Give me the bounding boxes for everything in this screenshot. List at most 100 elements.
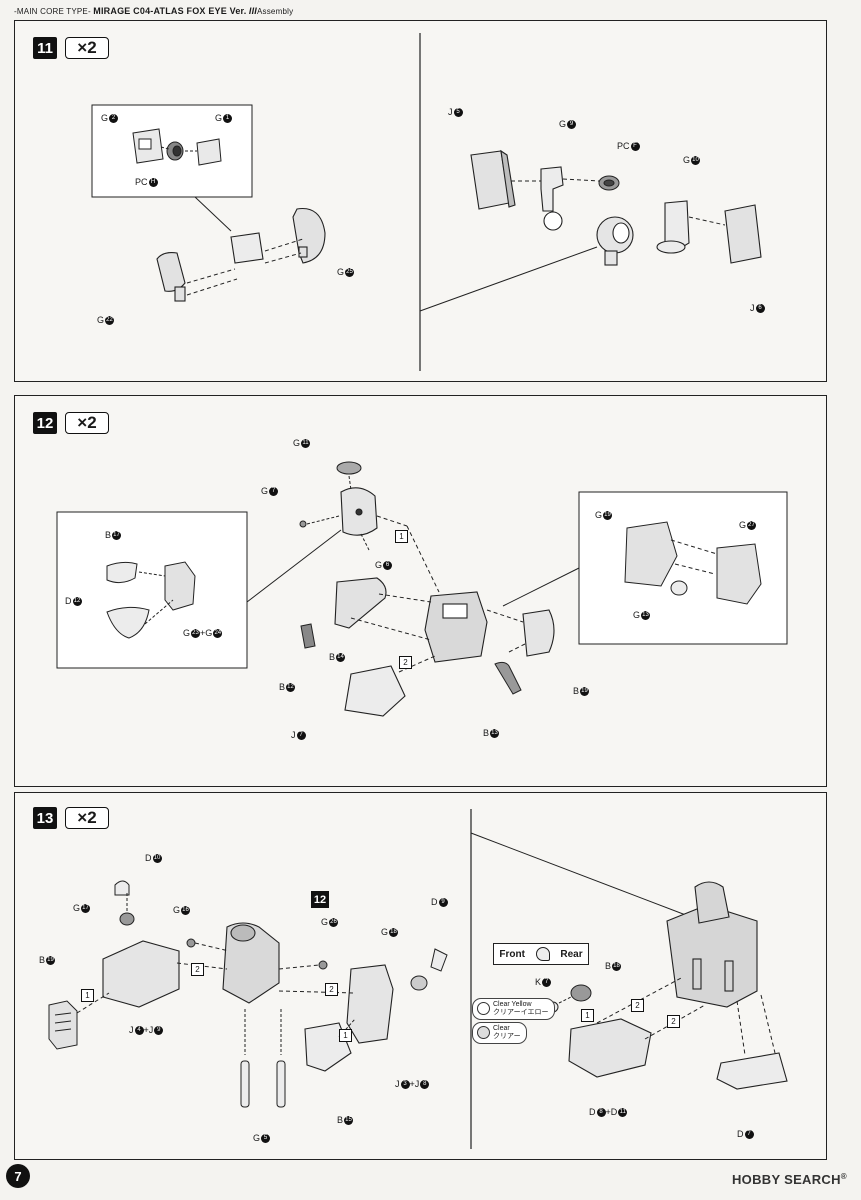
part-b19 [522, 609, 555, 657]
order-box-2: 2 [399, 656, 412, 669]
step-13-quantity: ×2 [65, 807, 109, 829]
part-j4-j9 [102, 940, 180, 1008]
part-b18 [570, 984, 592, 1002]
page-header: -MAIN CORE TYPE- MIRAGE C04-ATLAS FOX EY… [14, 6, 293, 16]
order-box-13-6: 2 [631, 999, 644, 1012]
part-right-plate [346, 964, 394, 1044]
clear-note: Clear クリアー [472, 1022, 527, 1044]
part-g9 [540, 166, 564, 231]
part-g10 [656, 200, 690, 254]
order-box-13-1: 1 [81, 989, 94, 1002]
step-11-panel: 11 ×2 [14, 20, 827, 382]
order-box-1: 1 [395, 530, 408, 543]
part-d8-d11 [568, 1018, 652, 1078]
order-box-13-3: 2 [325, 983, 338, 996]
step-13-panel: 13 ×2 [14, 792, 827, 1160]
step-11-drawing [91, 33, 762, 371]
step-12-number: 12 [33, 412, 57, 434]
step-12-quantity: ×2 [65, 412, 109, 434]
step-11-number: 11 [33, 37, 57, 59]
step-13-number: 13 [33, 807, 57, 829]
part-g19 [624, 521, 678, 587]
part-g16 [186, 938, 196, 948]
part-d12 [106, 606, 150, 639]
step-11-quantity: ×2 [65, 37, 109, 59]
part-final-assembly [666, 881, 758, 1008]
part-j6 [724, 204, 762, 264]
order-box-13-4: 1 [339, 1029, 352, 1042]
step-12-reference: 12 [311, 891, 329, 908]
clear-yellow-icon [477, 1002, 490, 1015]
part-g1 [196, 138, 222, 166]
header-prefix: -MAIN CORE TYPE- [14, 7, 91, 16]
clear-icon [477, 1026, 490, 1039]
orientation-icon [535, 947, 550, 961]
step-13-drawing [48, 809, 788, 1149]
step-12-drawing [56, 461, 788, 717]
order-box-13-7: 2 [667, 1015, 680, 1028]
part-g2 [132, 128, 164, 164]
part-g23-g24 [164, 561, 196, 611]
part-g5 [240, 1060, 286, 1108]
part-g13 [670, 580, 688, 596]
part-core [424, 591, 488, 663]
part-g22 [156, 252, 186, 302]
part-b17 [106, 561, 138, 584]
part-center-13 [222, 922, 280, 1004]
part-rotor [596, 216, 634, 266]
header-roman: III [248, 6, 257, 16]
header-section: Assembly [257, 7, 294, 16]
part-g27 [716, 543, 762, 605]
part-g26 [318, 960, 328, 970]
rear-label: Rear [560, 948, 583, 960]
part-b12 [300, 623, 316, 649]
part-g18 [410, 975, 428, 991]
part-head [340, 487, 378, 536]
header-title: MIRAGE C04-ATLAS FOX EYE Ver. [93, 6, 247, 16]
part-center-block [230, 232, 264, 264]
part-d7 [716, 1052, 788, 1090]
part-j7 [344, 665, 406, 717]
part-b14 [334, 577, 387, 629]
part-b19b [48, 1000, 78, 1050]
front-label: Front [499, 948, 525, 960]
part-pcf [598, 175, 620, 191]
watermark: HOBBY SEARCH® [731, 1172, 847, 1187]
clear-yellow-note: Clear Yellow クリアーイエロー [472, 998, 555, 1020]
step-12-panel: 12 ×2 [14, 395, 827, 787]
part-d10 [114, 880, 130, 896]
order-box-13-2: 2 [191, 963, 204, 976]
part-d9 [430, 948, 448, 972]
